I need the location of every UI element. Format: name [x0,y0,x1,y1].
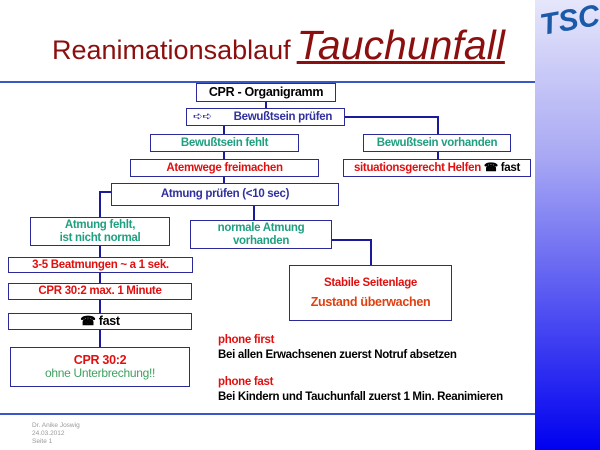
label: ist nicht normal [59,231,141,244]
label: Bewußtsein prüfen [233,110,333,123]
label: fast [98,314,120,328]
note-text: Bei allen Erwachsenen zuerst Notruf abse… [218,349,457,361]
bottom-divider [0,413,535,415]
label: Atemwege freimachen [166,161,283,174]
label: vorhanden [232,234,290,247]
label: CPR 30:2 [73,353,127,367]
label: Zustand überwachen [310,295,431,309]
box-rescue-breaths: 3-5 Beatmungen ~ a 1 sek. [8,257,193,273]
note-heading: phone first [218,334,275,346]
box-check-consciousness: ➪➪ Bewußtsein prüfen [186,108,345,126]
box-unconscious: Bewußtsein fehlt [150,134,299,152]
box-call-fast: ☎ fast [8,313,192,330]
footer-author: Dr. Anike Joswig [32,422,80,429]
label-fast: fast [500,161,521,174]
label: Stabile Seitenlage [323,277,418,289]
label: 3-5 Beatmungen ~ a 1 sek. [32,258,169,271]
label: Bewußtsein vorhanden [376,136,498,149]
box-cpr-minute: CPR 30:2 max. 1 Minute [8,283,192,300]
box-cpr-organigramm: CPR - Organigramm [196,83,336,102]
box-no-breath: Atmung fehlt,ist nicht normal [30,217,170,246]
footer-date: 24.03.2012 [32,430,65,437]
label: Atmung fehlt, [64,218,136,231]
box-breath-check: Atmung prüfen (<10 sec) [111,183,339,206]
title-main: Reanimationsablauf [52,35,291,65]
title-emphasis: Tauchunfall [296,22,505,68]
label: situationsgerecht Helfen [353,161,481,174]
note-heading: phone fast [218,376,274,388]
connector [345,116,439,134]
connector [332,239,372,265]
side-gradient-bar [535,0,600,450]
box-conscious: Bewußtsein vorhanden [363,134,511,152]
note-text: Bei Kindern und Tauchunfall zuerst 1 Min… [218,391,503,403]
label: Bewußtsein fehlt [180,136,269,149]
label: normale Atmung [217,221,305,234]
phone-icon: ☎ [80,314,96,328]
connector [99,191,111,217]
label: CPR 30:2 max. 1 Minute [38,285,162,297]
label: CPR - Organigramm [208,85,324,99]
label: Atmung prüfen (<10 sec) [160,188,290,200]
box-help: situationsgerecht Helfen ☎ fast [343,159,531,177]
box-airway: Atemwege freimachen [130,159,319,177]
footer-page: Seite 1 [32,438,53,445]
top-divider [0,81,535,83]
label: ohne Unterbrechung!! [44,366,156,380]
arrow-icon: ➪➪ [193,110,212,123]
phone-icon: ☎ [483,161,498,174]
